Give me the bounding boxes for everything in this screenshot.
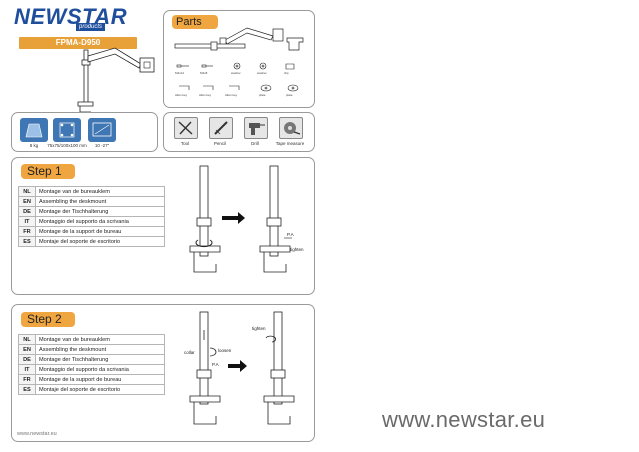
- spec-screen-size-label: 10 -27": [94, 143, 110, 148]
- lang-code: NL: [18, 334, 36, 345]
- lang-text: Montage der Tischhalterung: [35, 354, 165, 365]
- lang-text: Montage de la support de bureau: [35, 374, 165, 385]
- step1-title: Step 1: [21, 164, 75, 179]
- lang-text: Assembling the deskmount: [35, 344, 165, 355]
- tool-label-tape-measure: Tape measure: [275, 141, 305, 146]
- vesa-icon: [53, 118, 81, 142]
- screwdriver-icon: [174, 117, 198, 139]
- brand-name-star: STAR: [66, 4, 128, 29]
- svg-text:washer: washer: [231, 71, 241, 75]
- brand-name-new: NEW: [14, 4, 67, 29]
- svg-text:plate: plate: [286, 93, 293, 97]
- lang-text: Montaggio del supporto da scrivania: [35, 216, 165, 227]
- footer-url-large: www.newstar.eu: [382, 407, 546, 432]
- footer-url-small: www.newstar.eu: [17, 431, 57, 437]
- step2-collar-label: collar: [184, 350, 195, 355]
- step2-illustration: collar loosen P.A tighten: [184, 311, 295, 425]
- step2-loosen-label: loosen: [218, 348, 232, 353]
- drill-icon: [244, 117, 268, 139]
- pencil-icon: [209, 117, 233, 139]
- lang-code: DE: [18, 354, 36, 365]
- lang-text: Montage der Tischhalterung: [35, 206, 165, 217]
- step1-illustration: P.A tighten: [189, 165, 304, 273]
- spec-vesa-label: 75x75/100x100 mm: [47, 143, 87, 148]
- step1-tighten-label: tighten: [290, 247, 304, 252]
- lang-code: EN: [18, 196, 36, 207]
- step1-pa-label: P.A: [287, 232, 294, 237]
- lang-code: IT: [18, 364, 36, 375]
- tool-label-pencil: Pencil: [213, 141, 227, 146]
- tape-measure-icon: [279, 117, 303, 139]
- lang-text: Montage de la support de bureau: [35, 226, 165, 237]
- svg-text:plate: plate: [259, 93, 266, 97]
- svg-text:M4x8: M4x8: [200, 71, 208, 75]
- step2-title: Step 2: [21, 312, 75, 327]
- lang-code: EN: [18, 344, 36, 355]
- lang-text: Montage van de bureauklem: [35, 186, 165, 197]
- screen-size-icon: [88, 118, 116, 142]
- svg-text:Allen key: Allen key: [199, 93, 212, 97]
- tool-label-drill: Drill: [251, 141, 259, 146]
- svg-text:M4x12: M4x12: [175, 71, 184, 75]
- svg-text:washer: washer: [257, 71, 267, 75]
- spec-weight-label: 8 kg: [29, 143, 39, 148]
- lang-code: IT: [18, 216, 36, 227]
- parts-illustrations: M4x12 M4x8 washer washer clip Allen key Alle…: [174, 27, 304, 97]
- lang-text: Montaje del soporte de escritorio: [35, 236, 165, 247]
- brand-subtitle: products: [76, 23, 106, 31]
- lang-code: NL: [18, 186, 36, 197]
- step2-pa-label: P.A: [212, 362, 219, 367]
- svg-text:Allen key: Allen key: [175, 93, 188, 97]
- lang-code: ES: [18, 384, 36, 395]
- lang-code: FR: [18, 374, 36, 385]
- lang-code: FR: [18, 226, 36, 237]
- lang-text: Montage van de bureauklem: [35, 334, 165, 345]
- lang-text: Montaggio del supporto da scrivania: [35, 364, 165, 375]
- product-illustration: [77, 47, 155, 113]
- step2-tighten-label: tighten: [252, 326, 266, 331]
- brand-logo: NEWSTAR: [14, 6, 127, 28]
- svg-text:Allen key: Allen key: [225, 93, 238, 97]
- model-banner: FPMA-D950: [19, 37, 137, 49]
- lang-code: DE: [18, 206, 36, 217]
- parts-title: Parts: [172, 15, 218, 29]
- lang-text: Montaje del soporte de escritorio: [35, 384, 165, 395]
- lang-text: Assembling the deskmount: [35, 196, 165, 207]
- svg-text:clip: clip: [284, 71, 289, 75]
- tool-label-tool: Tool: [180, 141, 190, 146]
- weight-icon: [20, 118, 48, 142]
- lang-code: ES: [18, 236, 36, 247]
